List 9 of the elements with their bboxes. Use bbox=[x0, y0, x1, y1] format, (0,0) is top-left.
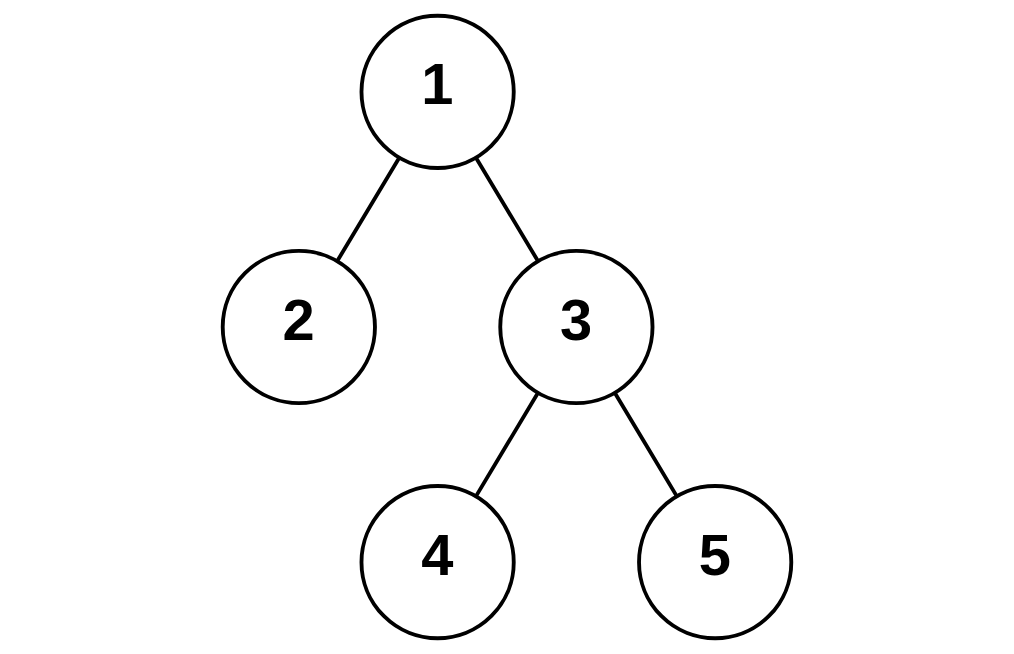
node-circle: 2 bbox=[220, 248, 377, 406]
node-circle: 3 bbox=[498, 248, 655, 406]
connector bbox=[474, 157, 540, 262]
connector bbox=[335, 157, 401, 262]
connector bbox=[474, 392, 540, 498]
node-circle: 4 bbox=[359, 484, 516, 641]
node-circle: 1 bbox=[359, 13, 516, 170]
connector bbox=[613, 392, 679, 498]
node-circle: 5 bbox=[637, 484, 794, 641]
